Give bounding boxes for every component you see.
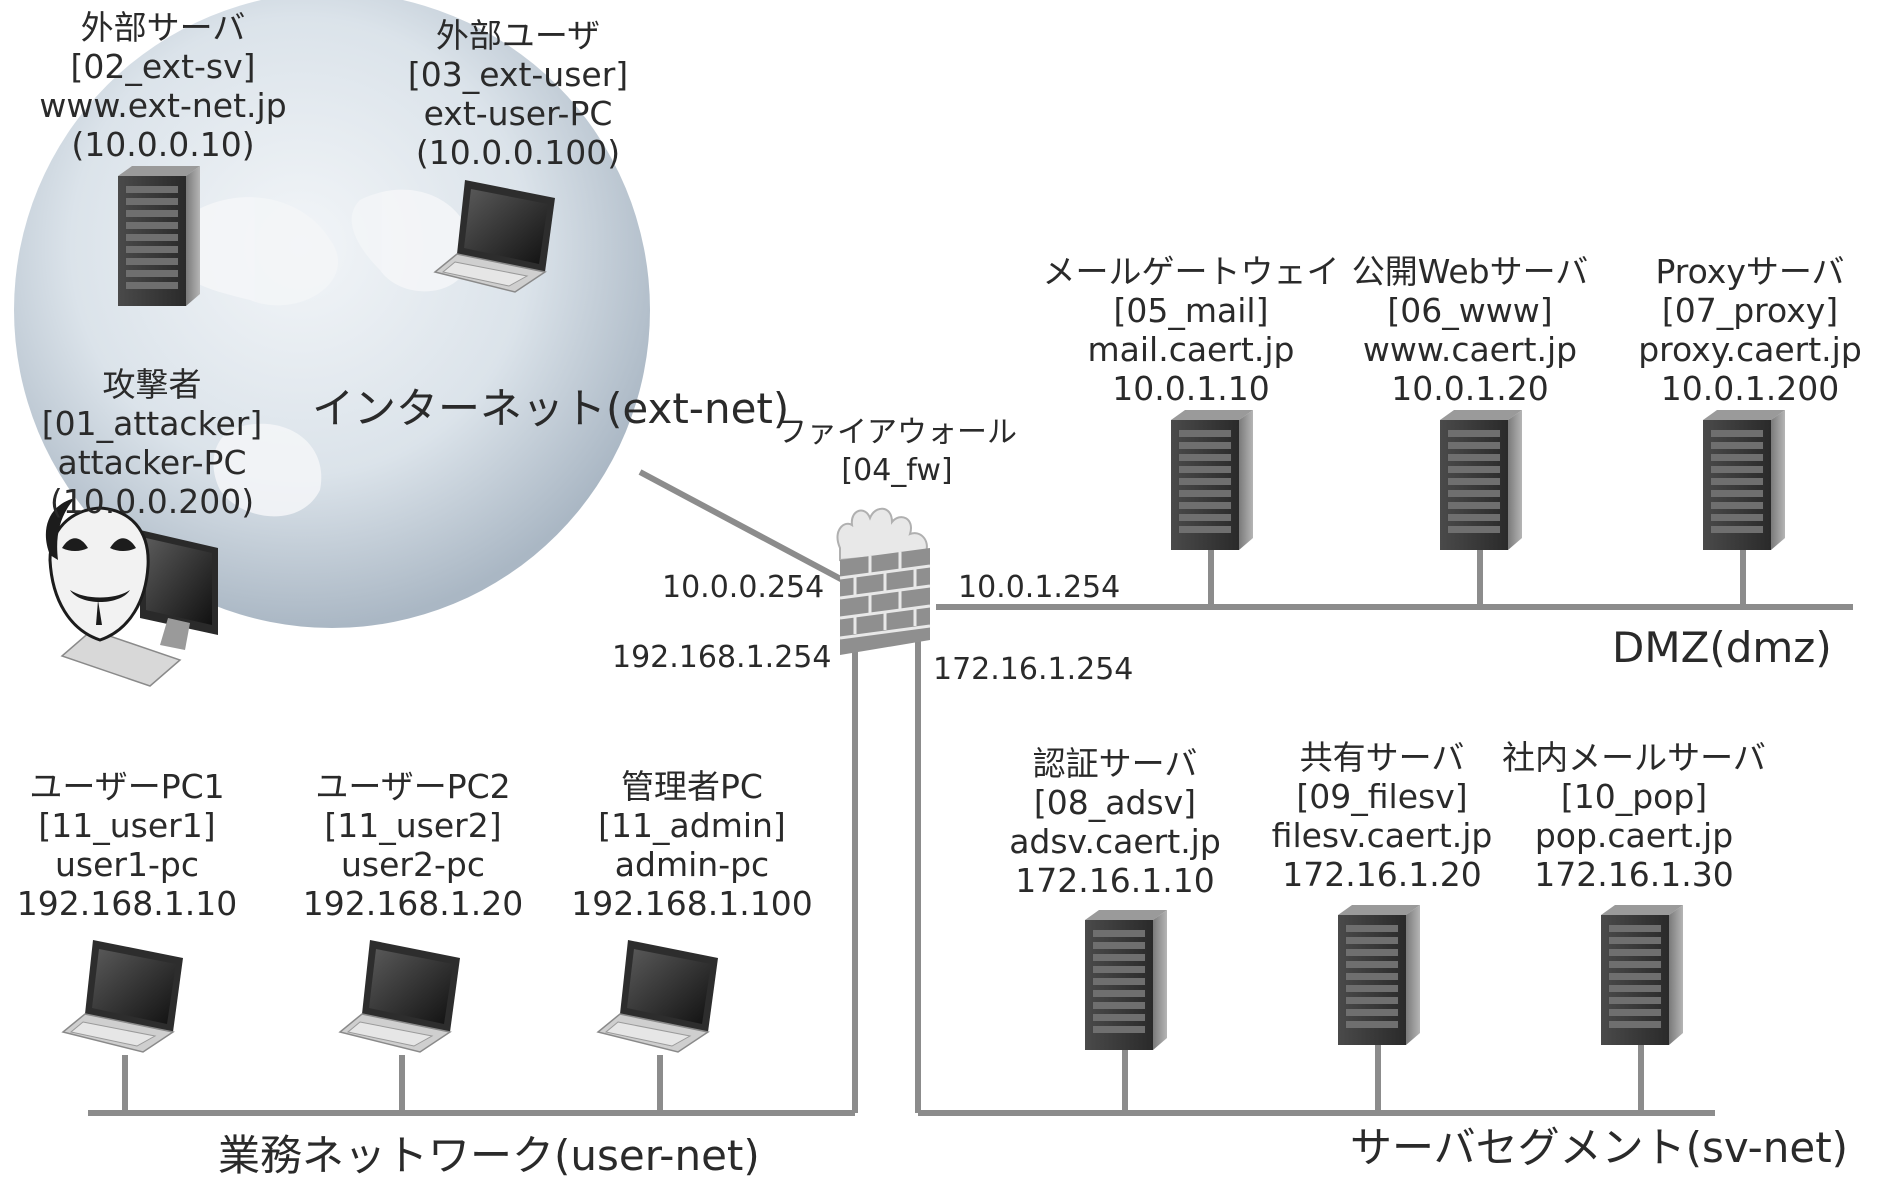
firewall-icon <box>836 507 931 655</box>
node-role: 社内メールサーバ <box>1502 738 1766 777</box>
server-icon-proxy <box>1703 410 1785 550</box>
node-ip: 172.16.1.30 <box>1534 855 1734 894</box>
server-icon-mail <box>1171 410 1253 550</box>
node-label-mail: メールゲートウェイ [05_mail] mail.caert.jp 10.0.1… <box>1043 252 1340 408</box>
node-ip: (10.0.0.100) <box>415 133 621 172</box>
node-host: ext-user-PC <box>423 94 613 133</box>
node-id: [02_ext-sv] <box>70 47 256 86</box>
node-ip: 10.0.1.10 <box>1112 369 1270 408</box>
internet-globe <box>14 0 650 628</box>
node-label-www: 公開Webサーバ [06_www] www.caert.jp 10.0.1.20 <box>1352 252 1589 408</box>
laptop-icon-user2 <box>339 939 461 1053</box>
node-label-ext-user: 外部ユーザ [03_ext-user] ext-user-PC (10.0.0.… <box>408 16 628 172</box>
node-role: ユーザーPC1 <box>29 767 225 806</box>
node-label-fw: ファイアウォール [04_fw] <box>777 414 1017 490</box>
globe-landmass <box>168 189 472 517</box>
node-id: [08_adsv] <box>1033 783 1197 822</box>
node-id: [07_proxy] <box>1661 291 1839 330</box>
node-ip: 192.168.1.20 <box>302 884 524 923</box>
node-label-pop: 社内メールサーバ [10_pop] pop.caert.jp 172.16.1.… <box>1502 738 1766 894</box>
node-id: [11_user1] <box>38 806 216 845</box>
node-id: [05_mail] <box>1113 291 1269 330</box>
fw-ext-ip: 10.0.0.254 <box>662 570 825 605</box>
node-role: Proxyサーバ <box>1655 252 1845 291</box>
node-id: [03_ext-user] <box>407 55 629 94</box>
server-icon-www <box>1440 410 1522 550</box>
node-host: pop.caert.jp <box>1534 816 1734 855</box>
server-icon-pop <box>1601 905 1683 1045</box>
node-ip: (10.0.0.200) <box>49 482 255 521</box>
network-label-user-net: 業務ネットワーク(user-net) <box>218 1131 760 1180</box>
node-host: user1-pc <box>55 845 199 884</box>
node-host: filesv.caert.jp <box>1271 816 1493 855</box>
node-role: 外部サーバ <box>80 8 246 47</box>
server-icon-ext-sv <box>118 166 200 306</box>
node-ip: 172.16.1.20 <box>1282 855 1482 894</box>
laptop-icon-admin <box>597 939 719 1053</box>
node-id: [11_user2] <box>324 806 502 845</box>
network-label-dmz: DMZ(dmz) <box>1612 623 1832 672</box>
node-host: proxy.caert.jp <box>1638 330 1862 369</box>
node-id: [01_attacker] <box>41 404 263 443</box>
node-ip: 10.0.1.20 <box>1391 369 1549 408</box>
network-label-sv-net: サーバセグメント(sv-net) <box>1350 1123 1849 1172</box>
node-ip: (10.0.0.10) <box>71 125 255 164</box>
network-label-internet: インターネット(ext-net) <box>312 384 790 433</box>
node-id: [04_fw] <box>841 453 953 488</box>
node-host: admin-pc <box>614 845 770 884</box>
server-icon-filesv <box>1338 905 1420 1045</box>
node-label-attacker: 攻撃者 [01_attacker] attacker-PC (10.0.0.20… <box>42 365 263 521</box>
node-role: 管理者PC <box>621 767 763 806</box>
laptop-icon-user1 <box>62 939 184 1053</box>
node-host: www.caert.jp <box>1362 330 1578 369</box>
node-role: ファイアウォール <box>777 415 1017 450</box>
node-id: [11_admin] <box>598 806 786 845</box>
server-icon-adsv <box>1085 910 1167 1050</box>
node-label-user1: ユーザーPC1 [11_user1] user1-pc 192.168.1.10 <box>17 767 237 923</box>
node-id: [06_www] <box>1387 291 1553 330</box>
node-role: 認証サーバ <box>1032 744 1198 783</box>
node-host: www.ext-net.jp <box>39 86 287 125</box>
node-ip: 10.0.1.200 <box>1660 369 1840 408</box>
node-role: 公開Webサーバ <box>1351 252 1589 291</box>
node-id: [09_filesv] <box>1296 777 1468 816</box>
node-label-adsv: 認証サーバ [08_adsv] adsv.caert.jp 172.16.1.1… <box>1009 744 1221 900</box>
node-label-filesv: 共有サーバ [09_filesv] filesv.caert.jp 172.16… <box>1272 738 1493 894</box>
node-role: 外部ユーザ <box>435 16 601 55</box>
node-label-proxy: Proxyサーバ [07_proxy] proxy.caert.jp 10.0.… <box>1638 252 1862 408</box>
node-label-admin: 管理者PC [11_admin] admin-pc 192.168.1.100 <box>571 767 812 923</box>
node-ip: 192.168.1.10 <box>16 884 238 923</box>
node-host: user2-pc <box>341 845 485 884</box>
node-ip: 172.16.1.10 <box>1015 861 1215 900</box>
node-ip: 192.168.1.100 <box>571 884 813 923</box>
connection-lines <box>88 469 1853 1116</box>
node-label-user2: ユーザーPC2 [11_user2] user2-pc 192.168.1.20 <box>303 767 523 923</box>
node-role: ユーザーPC2 <box>315 767 511 806</box>
node-label-ext-sv: 外部サーバ [02_ext-sv] www.ext-net.jp (10.0.0… <box>39 8 286 164</box>
fw-user-ip: 192.168.1.254 <box>612 640 832 675</box>
node-host: attacker-PC <box>57 443 247 482</box>
node-role: 攻撃者 <box>102 365 202 404</box>
node-role: メールゲートウェイ <box>1042 252 1340 291</box>
node-host: mail.caert.jp <box>1087 330 1295 369</box>
attacker-pc-icon <box>45 498 218 687</box>
fw-dmz-ip: 10.0.1.254 <box>958 570 1121 605</box>
node-host: adsv.caert.jp <box>1009 822 1221 861</box>
node-role: 共有サーバ <box>1299 738 1465 777</box>
fw-sv-ip: 172.16.1.254 <box>933 652 1134 687</box>
node-id: [10_pop] <box>1560 777 1708 816</box>
